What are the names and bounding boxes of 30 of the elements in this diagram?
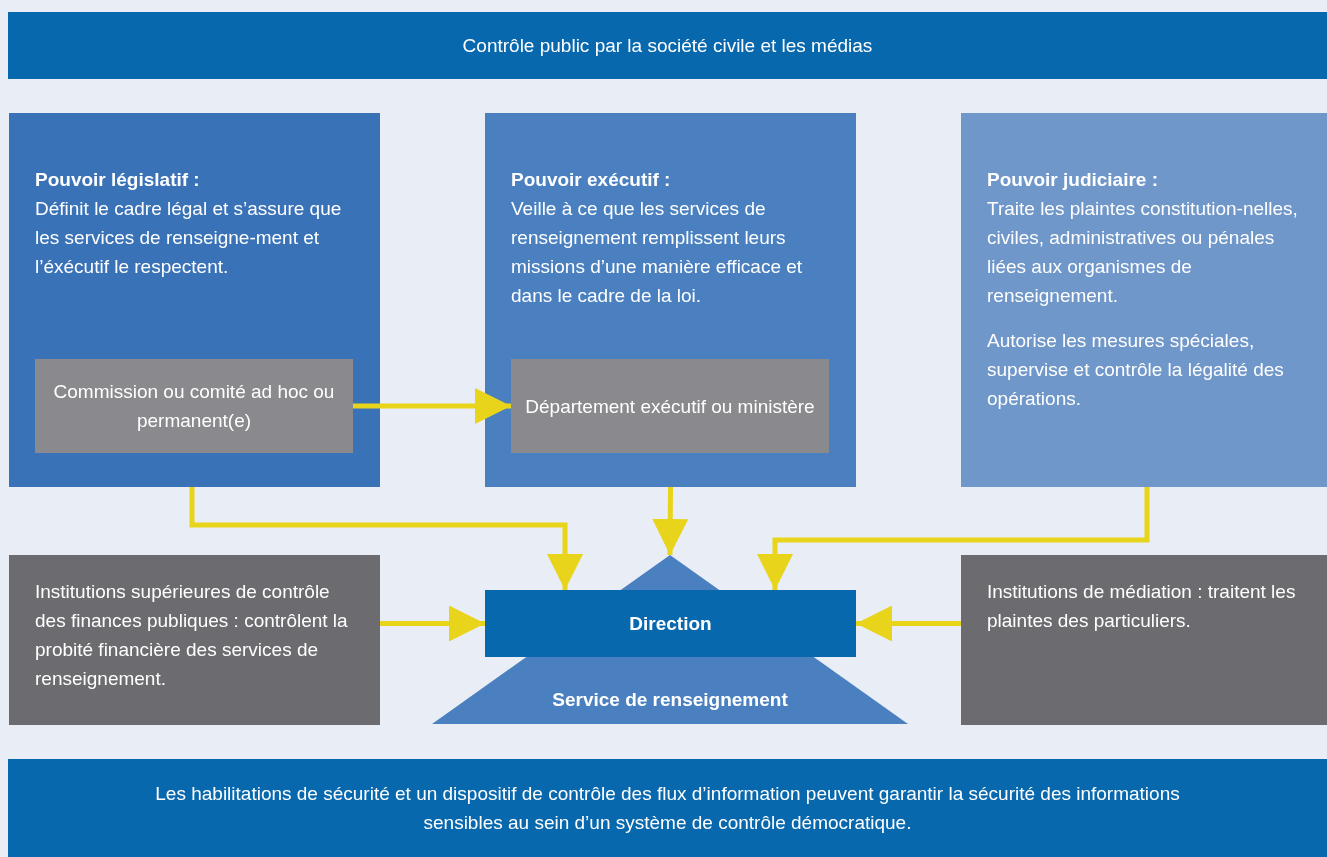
body-text: Département exécutif ou ministère — [525, 394, 815, 419]
banner — [8, 12, 1327, 79]
body-text: Contrôle public par la société civile et les médias — [462, 34, 873, 58]
body-text: Institutions de médiation : traitent les plaintes des particuliers. — [987, 580, 1297, 633]
body-text: Les habilitations de sécurité et un dispositif de contrôle des flux d’information peuvent garantir la sécurité des informations sensibles au sein d’un système de contrôle démocratique. — [154, 782, 1181, 835]
box-title: Direction — [629, 612, 712, 636]
institution-box — [961, 555, 1327, 725]
arrow — [380, 605, 485, 642]
panel-heading: Pouvoir judiciaire : — [987, 168, 1160, 192]
body-text: Commission ou comité ad hoc ou permanent(e) — [52, 380, 336, 433]
body-text: Institutions supérieures de contrôle des finances publiques : contrôlent la probité financière des services de renseignement. — [35, 580, 349, 691]
arrow — [856, 605, 961, 642]
body-text: Définit le cadre légal et s’assure que les services de renseigne-ment et l’éxécutif le respectent. — [35, 197, 343, 279]
body-text: Autorise les mesures spéciales, supervise et contrôle la légalité des opérations. — [987, 329, 1285, 411]
body-box — [511, 359, 829, 453]
footer-banner — [8, 759, 1327, 857]
arrow — [757, 487, 1150, 590]
branch-panel — [961, 113, 1327, 487]
arrow — [189, 487, 583, 590]
branch-panel — [9, 113, 380, 487]
body-text: Veille à ce que les services de renseignement remplissent leurs missions d’une manière efficace et dans le cadre de la loi. — [511, 197, 804, 308]
body-box — [35, 359, 353, 453]
box-title: Service de renseignement — [552, 688, 788, 712]
arrow — [353, 388, 511, 424]
panel-heading: Pouvoir législatif : — [35, 168, 201, 192]
institution-box — [9, 555, 380, 725]
arrow — [652, 487, 689, 555]
panel-heading: Pouvoir exécutif : — [511, 168, 672, 192]
body-text: Traite les plaintes constitution-nelles, civiles, administratives ou pénales liées aux organismes de renseignement. — [987, 197, 1299, 308]
branch-panel — [485, 113, 856, 487]
